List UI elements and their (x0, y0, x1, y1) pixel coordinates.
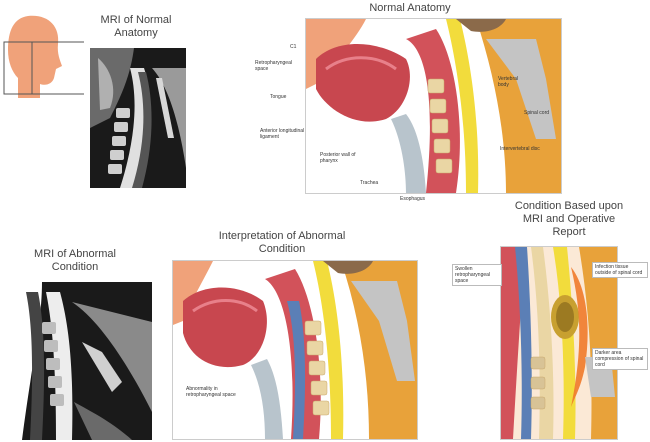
label-infection: Infection tissue outside of spinal cord (592, 262, 648, 278)
label-tongue: Tongue (270, 94, 287, 100)
label-esophagus: Esophagus (400, 196, 426, 202)
condition-illustration (500, 246, 618, 440)
label-posterior-wall: Posterior wall of pharynx (320, 152, 356, 164)
normal-anatomy-illustration (305, 18, 562, 194)
interpretation-title: Interpretation of Abnormal Condition (218, 230, 346, 255)
label-trachea: Trachea (360, 180, 379, 186)
label-spinal-cord: Spinal cord (524, 110, 550, 116)
label-swollen: Swollen retropharyngeal space (452, 264, 502, 286)
label-dark-area: Darker area compression of spinal cord (592, 348, 648, 370)
label-intervertebral-disc: Intervertebral disc (500, 146, 540, 152)
mri-normal-image (90, 48, 186, 188)
label-anterior-ligament: Anterior longitudinal ligament (260, 128, 305, 140)
condition-title: Condition Based upon MRI and Operative R… (514, 200, 624, 238)
mri-normal-title: MRI of Normal Anatomy (100, 14, 172, 39)
interpretation-illustration (172, 260, 418, 440)
mri-abnormal-title: MRI of Abnormal Condition (34, 248, 116, 273)
label-abnormality: Abnormality in retropharyngeal space (186, 386, 236, 398)
label-vertebral-body: Vertebral body (498, 76, 519, 88)
label-c1: C1 (290, 44, 297, 50)
label-retropharyngeal: Retropharyngeal space (255, 60, 292, 72)
mri-abnormal-image (12, 282, 152, 440)
head-orientation-icon (2, 14, 84, 100)
normal-anatomy-title: Normal Anatomy (369, 2, 451, 14)
